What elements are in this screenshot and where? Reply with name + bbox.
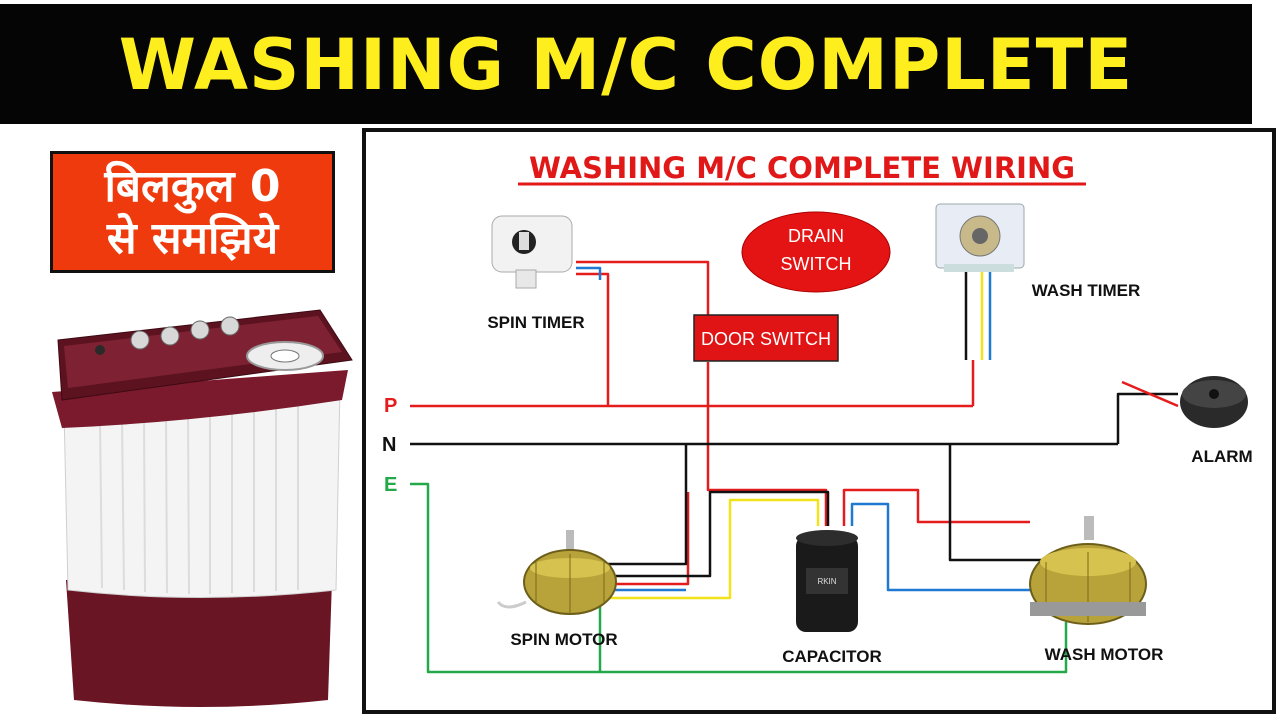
knob-2 (160, 326, 180, 346)
wire-blue-spin-timer (576, 266, 602, 280)
wire-capacitor-red-to-wash (842, 488, 1030, 526)
door-switch-box (693, 314, 839, 362)
diagram-title: WASHING M/C COMPLETE WIRING (529, 151, 1075, 185)
wire-yellow-capacitor (594, 498, 820, 600)
machine-lid-highlight (64, 316, 342, 388)
wash-timer-icon (935, 203, 1025, 272)
knob-4 (220, 316, 240, 336)
title-banner: WASHING M/C COMPLETE WIRING (0, 0, 1280, 216)
spin-motor-icon (496, 530, 617, 615)
spin-timer-label: SPIN TIMER (487, 313, 584, 332)
wire-door-to-capacitor (706, 362, 828, 526)
machine-ribs (99, 402, 299, 595)
svg-text:RKIN: RKIN (817, 577, 836, 586)
wire-spin-timer-phase (576, 272, 610, 406)
title-banner-background: WASHING M/C COMPLETE WIRING (0, 4, 1252, 216)
wire-earth (410, 482, 1068, 674)
drain-switch-label-line1: DRAIN (788, 226, 844, 246)
drain-switch-label-line2: SWITCH (781, 254, 852, 274)
capacitor-label: CAPACITOR (782, 647, 882, 666)
spin-motor-label: SPIN MOTOR (510, 630, 617, 649)
wire-neutral-wash-motor (948, 444, 1046, 562)
wire-spin-timer-to-door (576, 260, 710, 332)
wash-motor-icon (1029, 516, 1147, 625)
hindi-badge-line2: से समझिये (106, 213, 279, 264)
door-switch-label: DOOR SWITCH (701, 329, 831, 349)
wire-neutral-to-alarm (1116, 392, 1146, 444)
wash-timer-label: WASH TIMER (1032, 281, 1141, 300)
knob-3 (190, 320, 210, 340)
wire-blue-capacitor (850, 502, 1030, 592)
wire-spin-motor-red (594, 492, 690, 586)
terminal-n-label: N (382, 434, 396, 456)
spin-lid-knob (270, 349, 300, 363)
hindi-badge-line1: बिलकुल 0 (104, 161, 281, 212)
knob-1 (130, 330, 150, 350)
wiring-diagram-frame: WASHING M/C COMPLETE WIRING P N E (362, 128, 1276, 714)
hindi-badge: बिलकुल 0 से समझिये (50, 151, 335, 273)
washing-machine-illustration (52, 309, 353, 707)
machine-knobs (130, 316, 240, 350)
machine-base (66, 580, 332, 707)
wash-motor-label: WASH MOTOR (1045, 645, 1164, 664)
spin-timer-icon (491, 215, 573, 289)
wire-neutral-spin-motor (594, 444, 688, 566)
alarm-label: ALARM (1191, 447, 1252, 466)
alarm-icon (1180, 376, 1248, 428)
capacitor-icon: RKIN (796, 530, 858, 632)
wire-capacitor-black (594, 490, 830, 578)
wire-alarm-lead-red (1121, 380, 1179, 408)
drain-switch-shape (741, 211, 891, 293)
terminal-e-label: E (384, 474, 397, 496)
knob-small (95, 345, 105, 355)
machine-body (63, 384, 341, 598)
wiring-diagram: WASHING M/C COMPLETE WIRING P N E (382, 151, 1253, 674)
terminal-p-label: P (384, 395, 397, 417)
machine-top-band (52, 370, 348, 428)
